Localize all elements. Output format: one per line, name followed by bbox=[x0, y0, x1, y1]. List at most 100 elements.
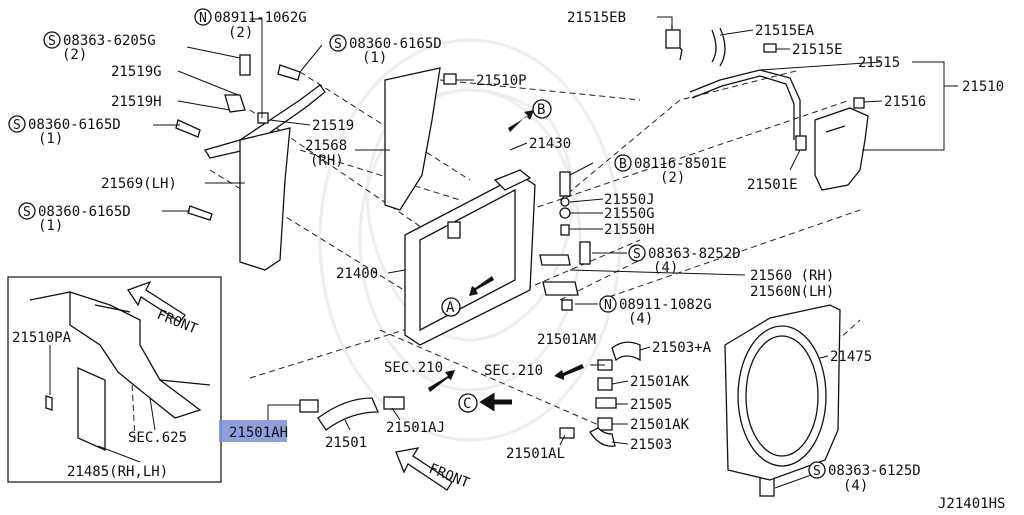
hose-21501 bbox=[299, 396, 405, 431]
front-arrows bbox=[127, 280, 453, 491]
label-21550g[interactable]: 21550G bbox=[604, 206, 655, 222]
leader-lines bbox=[49, 16, 958, 489]
label-21560-rh[interactable]: 21560 (RH) bbox=[750, 268, 834, 284]
label-21485[interactable]: 21485(RH,LH) bbox=[67, 464, 168, 480]
fastener-callouts: N 08911-1062G (2) S 08363-6205G (2) S 08… bbox=[8, 8, 921, 494]
svg-text:N: N bbox=[604, 298, 612, 313]
fastener-08360-6165d-c: S 08360-6165D (1) bbox=[18, 202, 131, 234]
label-21519[interactable]: 21519 bbox=[312, 118, 354, 134]
svg-text:08360-6165D: 08360-6165D bbox=[349, 36, 442, 52]
svg-text:N: N bbox=[199, 11, 207, 26]
label-21510[interactable]: 21510 bbox=[962, 79, 1004, 95]
part-labels: 21515EB 21515EA 21515E 21515 21510 21516… bbox=[12, 10, 1005, 512]
svg-text:S: S bbox=[48, 34, 56, 49]
selected-part-highlight[interactable] bbox=[219, 420, 287, 442]
label-21568[interactable]: 21568 bbox=[305, 138, 347, 154]
svg-text:(4): (4) bbox=[628, 311, 653, 327]
svg-text:08363-6125D: 08363-6125D bbox=[828, 463, 921, 479]
label-21510pa[interactable]: 21510PA bbox=[12, 330, 72, 346]
label-21516[interactable]: 21516 bbox=[884, 94, 926, 110]
label-21550h[interactable]: 21550H bbox=[604, 222, 655, 238]
reservoir-21510 bbox=[814, 107, 869, 191]
label-sec625[interactable]: SEC.625 bbox=[128, 430, 187, 446]
svg-text:(4): (4) bbox=[843, 478, 868, 494]
ref-a-marker: A bbox=[441, 297, 461, 317]
brace-21519 bbox=[203, 84, 326, 159]
label-21501ak-2[interactable]: 21501AK bbox=[630, 417, 690, 433]
svg-text:S: S bbox=[23, 205, 31, 220]
ref-markers: B A C bbox=[441, 99, 552, 413]
radiator-21400 bbox=[404, 169, 536, 346]
svg-text:08360-6165D: 08360-6165D bbox=[38, 204, 131, 220]
label-21510p[interactable]: 21510P bbox=[476, 73, 527, 89]
label-21568-rh: (RH) bbox=[310, 153, 344, 169]
ref-c-marker: C bbox=[458, 393, 478, 413]
svg-text:A: A bbox=[446, 300, 455, 316]
diagram-code: J21401HS bbox=[938, 496, 1005, 510]
fastener-08360-6165d-a: S 08360-6165D (1) bbox=[329, 34, 442, 66]
label-21569-lh[interactable]: 21569(LH) bbox=[101, 176, 177, 192]
shroud-21475 bbox=[724, 304, 841, 481]
label-21475[interactable]: 21475 bbox=[830, 349, 872, 365]
direction-arrows bbox=[428, 110, 584, 412]
label-21505[interactable]: 21505 bbox=[630, 397, 672, 413]
label-21515eb[interactable]: 21515EB bbox=[567, 10, 626, 26]
svg-text:S: S bbox=[633, 247, 641, 262]
svg-text:08363-8252D: 08363-8252D bbox=[648, 246, 741, 262]
clips-21515 bbox=[665, 25, 777, 67]
svg-text:08911-1082G: 08911-1082G bbox=[619, 297, 712, 313]
fastener-08363-6125d: S 08363-6125D (4) bbox=[808, 461, 921, 494]
label-21430[interactable]: 21430 bbox=[529, 136, 571, 152]
inset-box bbox=[7, 276, 222, 483]
svg-text:08911-1062G: 08911-1062G bbox=[214, 10, 307, 26]
label-21501[interactable]: 21501 bbox=[325, 435, 367, 451]
svg-text:B: B bbox=[537, 102, 545, 118]
baffle-21569 bbox=[239, 127, 291, 271]
svg-text:08360-6165D: 08360-6165D bbox=[28, 117, 121, 133]
label-21501ah[interactable]: 21501AH bbox=[229, 425, 288, 441]
label-21503[interactable]: 21503 bbox=[630, 437, 672, 453]
label-21519h[interactable]: 21519H bbox=[111, 94, 162, 110]
label-21501ak-1[interactable]: 21501AK bbox=[630, 374, 690, 390]
watermark bbox=[318, 38, 622, 442]
label-21503a[interactable]: 21503+A bbox=[652, 340, 712, 356]
fastener-08911-1062g: N 08911-1062G (2) bbox=[194, 8, 307, 41]
label-21515ea[interactable]: 21515EA bbox=[755, 23, 815, 39]
svg-text:C: C bbox=[463, 396, 471, 412]
hoses-21503 bbox=[559, 341, 641, 447]
svg-text:B: B bbox=[619, 157, 627, 172]
label-21560n-lh[interactable]: 21560N(LH) bbox=[750, 284, 834, 300]
svg-text:(1): (1) bbox=[38, 131, 63, 147]
ref-b-marker: B bbox=[532, 99, 552, 119]
svg-text:08363-6205G: 08363-6205G bbox=[63, 33, 156, 49]
svg-text:(1): (1) bbox=[38, 218, 63, 234]
svg-text:(2): (2) bbox=[62, 47, 87, 63]
fastener-08363-6205g: S 08363-6205G (2) bbox=[43, 31, 156, 63]
label-21400[interactable]: 21400 bbox=[336, 266, 378, 282]
label-21515e[interactable]: 21515E bbox=[792, 42, 843, 58]
fastener-08116-8501e: B 08116-8501E (2) bbox=[614, 154, 727, 186]
label-21501al[interactable]: 21501AL bbox=[506, 446, 565, 462]
label-21519g[interactable]: 21519G bbox=[111, 64, 162, 80]
hose-21515 bbox=[689, 69, 807, 151]
svg-text:S: S bbox=[813, 464, 821, 479]
svg-text:(2): (2) bbox=[228, 25, 253, 41]
svg-text:(1): (1) bbox=[362, 50, 387, 66]
fastener-08360-6165d-b: S 08360-6165D (1) bbox=[8, 115, 121, 147]
svg-text:S: S bbox=[334, 37, 342, 52]
label-21501e[interactable]: 21501E bbox=[747, 177, 798, 193]
label-21515[interactable]: 21515 bbox=[858, 55, 900, 71]
svg-text:S: S bbox=[13, 118, 21, 133]
svg-text:(2): (2) bbox=[660, 170, 685, 186]
label-21550j[interactable]: 21550J bbox=[604, 192, 655, 208]
fastener-08911-1082g: N 08911-1082G (4) bbox=[599, 295, 712, 327]
baffle-21568 bbox=[384, 67, 441, 211]
svg-text:08116-8501E: 08116-8501E bbox=[634, 156, 727, 172]
label-21501aj[interactable]: 21501AJ bbox=[386, 420, 445, 436]
fastener-08363-8252d: S 08363-8252D (4) bbox=[628, 244, 741, 276]
label-sec210-a[interactable]: SEC.210 bbox=[384, 360, 443, 376]
label-sec210-b[interactable]: SEC.210 bbox=[484, 363, 543, 379]
label-21501am[interactable]: 21501AM bbox=[537, 332, 596, 348]
